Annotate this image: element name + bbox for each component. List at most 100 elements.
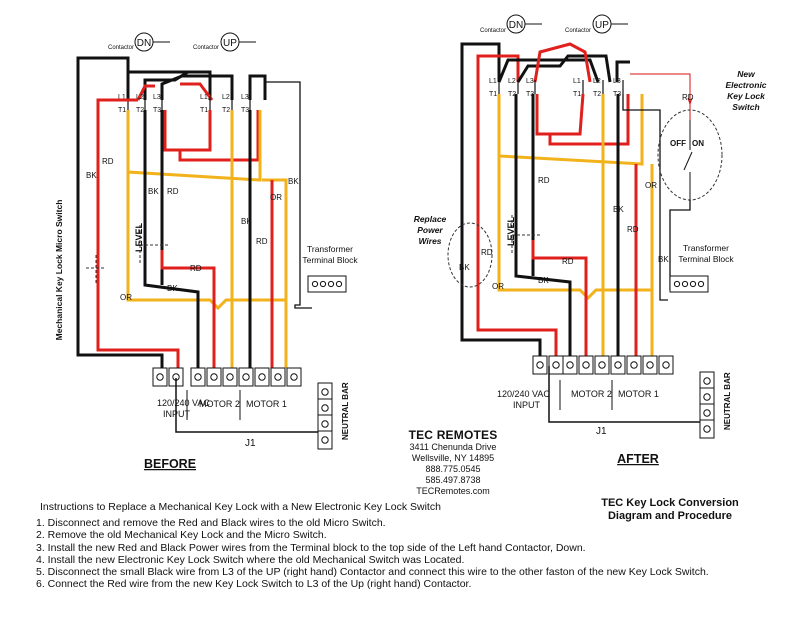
up-label: UP (223, 38, 237, 49)
transformer-label: Transformer (307, 244, 353, 254)
contactor-label: Contactor (108, 45, 134, 51)
wire-label-bk: BK (86, 171, 97, 180)
phase-label-l3: L3 (526, 78, 534, 85)
wire-label-or: OR (120, 293, 132, 302)
wire-label-bk: BK (148, 187, 159, 196)
wire-label-rd: RD (102, 157, 114, 166)
phase-label-t1: T1 (200, 107, 208, 114)
motor1-label: MOTOR 1 (246, 399, 287, 409)
motor2-label: MOTOR 2 (571, 389, 612, 399)
motor-terminal-strip (190, 367, 302, 387)
phase-label-t1: T1 (573, 91, 581, 98)
neutral-bar (699, 371, 715, 439)
phase-label-t2: T2 (593, 91, 601, 98)
phase-label-l2: L2 (508, 78, 516, 85)
input-label-2: INPUT (513, 400, 541, 410)
phase-label-l1: L1 (200, 94, 208, 101)
company-address-1: 3411 Chenunda Drive (409, 442, 497, 452)
wire-label-bk: BK (658, 255, 669, 264)
phase-label-l1: L1 (118, 94, 126, 101)
motor-terminal-strip (562, 355, 674, 375)
phase-label-t2: T2 (222, 107, 230, 114)
dn-label: DN (509, 20, 523, 31)
phase-label-t3: T3 (526, 91, 534, 98)
phase-label-t3: T3 (241, 107, 249, 114)
new-switch-label-1: New (737, 69, 756, 79)
diagram-title-line-1: TEC Key Lock Conversion (601, 497, 739, 509)
wire-label-bk: BK (613, 205, 624, 214)
after-label: AFTER (617, 452, 659, 466)
new-switch-label-2: Electronic (725, 80, 766, 90)
wire-label-rd: RD (538, 176, 550, 185)
phase-label-l2: L2 (222, 94, 230, 101)
wire-label-bk: BK (167, 284, 178, 293)
wire-label-or: OR (492, 282, 504, 291)
wire-label-rd: RD (256, 237, 268, 246)
instructions: Instructions to Replace a Mechanical Key… (36, 501, 756, 590)
company-name: TEC REMOTES (408, 428, 498, 442)
terminal-block-label: Terminal Block (302, 255, 358, 265)
phase-label-t2: T2 (508, 91, 516, 98)
contactor-label: Contactor (193, 45, 219, 51)
wire-label-rd: RD (627, 225, 639, 234)
phase-label-t1: T1 (489, 91, 497, 98)
instruction-step: 4. Install the new Electronic Key Lock S… (36, 553, 465, 566)
transformer-terminal-block (669, 275, 709, 293)
wire-label-rd: RD (190, 264, 202, 273)
input-label: 120/240 VAC (157, 398, 210, 408)
instruction-step: 2. Remove the old Mechanical Key Lock an… (36, 529, 327, 542)
replace-power-wires-marker (447, 222, 493, 288)
neutral-bar-label: NEUTRAL BAR (723, 372, 732, 430)
phase-label-t2: T2 (136, 107, 144, 114)
instructions-heading: Instructions to Replace a Mechanical Key… (40, 501, 441, 513)
wire-label-bk: BK (538, 276, 549, 285)
replace-label-1: Replace (414, 214, 447, 224)
instruction-step: 1. Disconnect and remove the Red and Bla… (36, 517, 386, 530)
phase-label-l3: L3 (241, 94, 249, 101)
off-label: OFF (670, 139, 686, 148)
wire-label-rd: RD (682, 93, 694, 102)
level-label: LEVEL (506, 216, 516, 246)
phase-label-t1: T1 (118, 107, 126, 114)
new-switch-label-3: Key Lock (727, 91, 766, 101)
diagram-title: TEC Key Lock Conversion Diagram and Proc… (590, 497, 750, 523)
wire-label-or: OR (645, 181, 657, 190)
terminal-block-label: Terminal Block (678, 254, 734, 264)
transformer-label: Transformer (683, 243, 729, 253)
wire-label-bk: BK (288, 177, 299, 186)
input-label: 120/240 VAC (497, 389, 550, 399)
instruction-step: 5. Disconnect the small Black wire from … (36, 566, 709, 579)
wire-label-rd: RD (167, 187, 179, 196)
motor2-label: MOTOR 2 (199, 399, 240, 409)
input-terminal-strip (532, 355, 564, 375)
phase-label-l3: L3 (153, 94, 161, 101)
phase-label-l1: L1 (489, 78, 497, 85)
instruction-step: 6. Connect the Red wire from the new Key… (36, 578, 472, 591)
contactor-label: Contactor (480, 28, 506, 34)
new-switch-label-4: Switch (732, 102, 759, 112)
company-phone-1: 888.775.0545 (425, 464, 481, 474)
before-label: BEFORE (144, 457, 196, 471)
wire-label-rd: RD (562, 257, 574, 266)
wire-label-rd: RD (481, 248, 493, 257)
before-diagram: DN Contactor UP Contactor L1 L2 L3 T1 T2… (54, 32, 358, 471)
contactor-label: Contactor (565, 28, 591, 34)
neutral-bar-label: NEUTRAL BAR (341, 382, 350, 440)
replace-label-3: Wires (418, 236, 441, 246)
replace-label-2: Power (417, 225, 443, 235)
phase-label-l2: L2 (593, 78, 601, 85)
j1-label: J1 (596, 426, 607, 437)
company-info: TEC REMOTES 3411 Chenunda Drive Wellsvil… (378, 428, 528, 497)
wire-label-or: OR (270, 193, 282, 202)
motor1-label: MOTOR 1 (618, 389, 659, 399)
input-label-2: INPUT (163, 409, 191, 419)
after-diagram: DN Contactor UP Contactor L1 L2 L3 T1 T2… (414, 14, 767, 466)
up-label: UP (595, 20, 609, 31)
input-terminal-strip (152, 367, 184, 387)
phase-label-l1: L1 (573, 78, 581, 85)
on-label: ON (692, 139, 704, 148)
transformer-terminal-block (307, 275, 347, 293)
dn-label: DN (137, 38, 151, 49)
